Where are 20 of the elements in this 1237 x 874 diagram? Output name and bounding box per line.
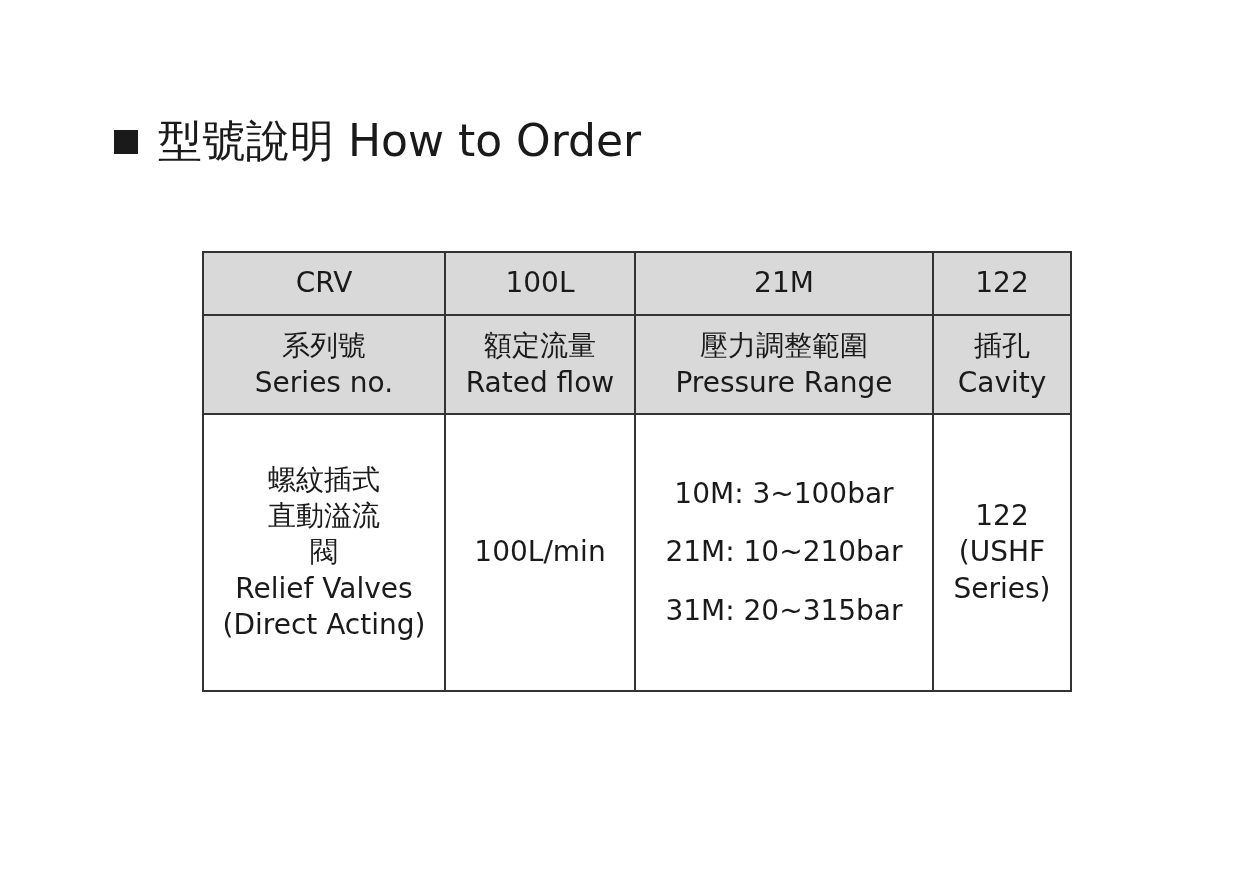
cell-text: 122 (975, 265, 1029, 302)
cell-text: 21M (754, 265, 814, 302)
cell-text: 21M: 10~210bar (665, 534, 903, 571)
cell-text: 插孔 (974, 328, 1030, 365)
cell-text: 額定流量 (484, 328, 596, 365)
cell-text: Relief Valves (Direct Acting) (221, 570, 427, 644)
cell-text: 系列號 (282, 328, 366, 365)
title: 型號說明 How to Order (158, 114, 642, 168)
cell-text: Series no. (254, 364, 394, 401)
cell-text: Cavity (957, 364, 1047, 401)
cell-text: Rated flow (465, 364, 615, 401)
cell-text: Pressure Range (675, 364, 893, 401)
cell-text: 10M: 3~100bar (674, 475, 894, 512)
cell-text: 122 (USHF Series) (952, 497, 1052, 607)
cell-text: 31M: 20~315bar (665, 592, 903, 629)
cell-text: CRV (295, 265, 353, 302)
cell-text: 螺紋插式直動溢流閥 (267, 461, 381, 571)
cell-text: 100L/min (474, 534, 606, 571)
cell-text: 壓力調整範圍 (700, 328, 868, 365)
cell-text: 100L (505, 265, 575, 302)
